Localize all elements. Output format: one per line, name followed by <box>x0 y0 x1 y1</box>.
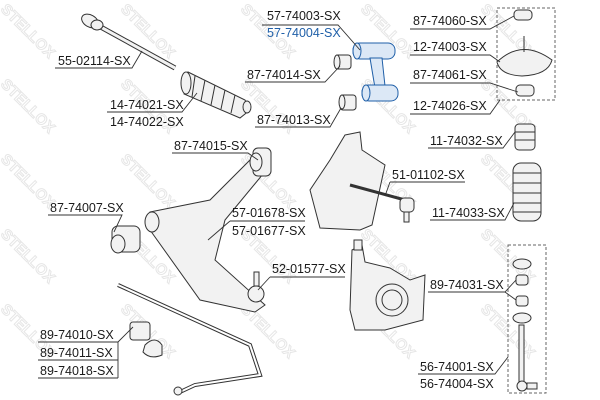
watermark-text: STELLOX <box>0 76 58 137</box>
label-14-74022-sx[interactable]: 14-74022-SX <box>110 115 184 129</box>
label-87-74061-sx[interactable]: 87-74061-SX <box>413 68 487 82</box>
dust-cover-part <box>512 162 542 222</box>
label-57-74003-sx[interactable]: 57-74003-SX <box>267 9 341 23</box>
bushing-87-74007 <box>110 225 141 254</box>
label-12-74003-sx[interactable]: 12-74003-SX <box>413 40 487 54</box>
leader-lines <box>38 15 519 379</box>
label-57-01678-sx[interactable]: 57-01678-SX <box>232 206 306 220</box>
hub-knuckle-part <box>349 239 426 331</box>
tie-rod-part <box>81 13 177 71</box>
label-89-74018-sx[interactable]: 89-74018-SX <box>40 364 114 378</box>
parts <box>81 7 556 396</box>
label-12-74026-sx[interactable]: 12-74026-SX <box>413 99 487 113</box>
label-87-74013-sx[interactable]: 87-74013-SX <box>257 113 331 127</box>
bushing-87-74013 <box>338 94 357 111</box>
lower-arm-part <box>144 147 272 313</box>
label-89-74031-sx[interactable]: 89-74031-SX <box>430 278 504 292</box>
stabilizer-bar-part <box>117 283 263 396</box>
stab-bushing-part <box>129 321 163 358</box>
watermark-text: STELLOX <box>117 151 178 212</box>
strut-mount-part <box>496 9 553 97</box>
boot-part <box>180 71 252 119</box>
label-57-74004-sx[interactable]: 57-74004-SX <box>267 26 341 40</box>
label-89-74011-sx[interactable]: 89-74011-SX <box>40 346 113 360</box>
label-52-01577-sx[interactable]: 52-01577-SX <box>272 262 346 276</box>
knuckle-part <box>309 131 386 231</box>
label-87-74060-sx[interactable]: 87-74060-SX <box>413 14 487 28</box>
label-87-74007-sx[interactable]: 87-74007-SX <box>50 201 124 215</box>
label-55-02114-sx[interactable]: 55-02114-SX <box>58 54 131 68</box>
label-56-74001-sx[interactable]: 56-74001-SX <box>420 360 494 374</box>
tie-rod-end-part <box>349 183 415 223</box>
watermark-text: STELLOX <box>0 226 58 287</box>
label-14-74021-sx[interactable]: 14-74021-SX <box>110 98 184 112</box>
label-87-74015-sx[interactable]: 87-74015-SX <box>174 139 248 153</box>
label-51-01102-sx[interactable]: 51-01102-SX <box>392 168 465 182</box>
label-11-74033-sx[interactable]: 11-74033-SX <box>432 206 505 220</box>
watermark-text: STELLOX <box>0 1 58 62</box>
buffer-part <box>514 123 536 151</box>
label-87-74014-sx[interactable]: 87-74014-SX <box>247 68 321 82</box>
upper-arm-part <box>352 42 399 102</box>
stab-link-part <box>512 258 538 392</box>
link-kit-box <box>507 244 547 394</box>
label-89-74010-sx[interactable]: 89-74010-SX <box>40 328 114 342</box>
label-11-74032-sx[interactable]: 11-74032-SX <box>430 134 503 148</box>
label-56-74004-sx[interactable]: 56-74004-SX <box>420 377 494 391</box>
bushing-87-74014 <box>333 54 352 70</box>
label-57-01677-sx[interactable]: 57-01677-SX <box>232 224 306 238</box>
